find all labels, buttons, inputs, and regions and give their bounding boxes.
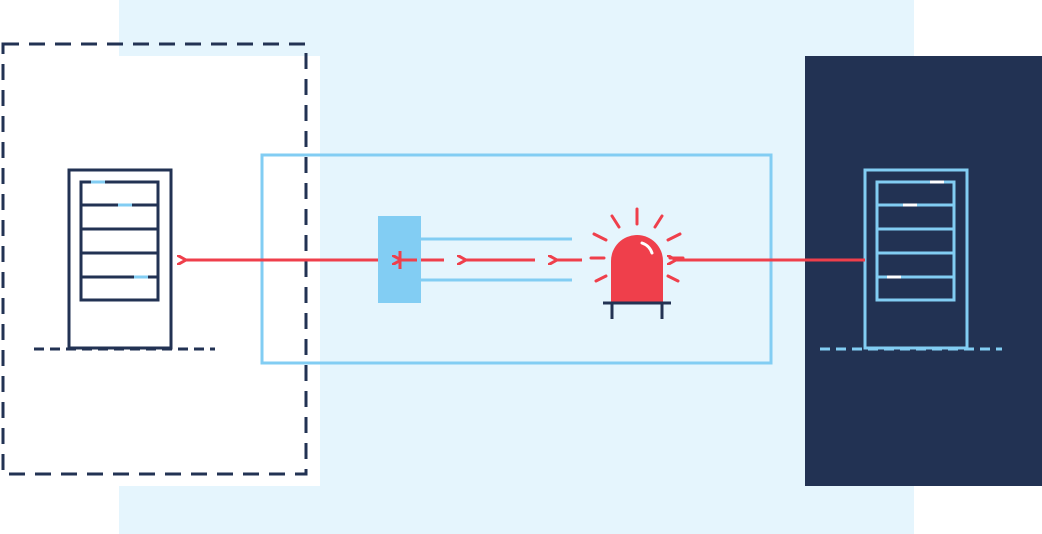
protected-zone-border <box>1 42 308 476</box>
filter-arrow-icon <box>400 251 417 269</box>
siren-alarm-icon <box>589 207 685 319</box>
target-server-icon <box>34 168 215 351</box>
flow-lines-alarm-to-filter <box>420 237 582 282</box>
